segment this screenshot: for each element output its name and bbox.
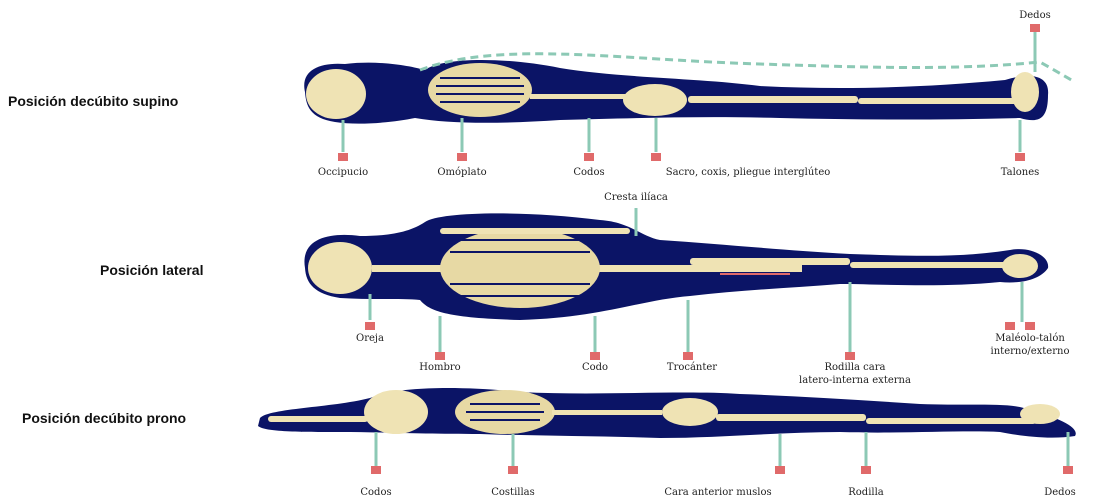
lateral-tibia <box>850 262 1010 268</box>
prone-spine <box>552 410 662 415</box>
label-codos-supine: Codos <box>573 167 604 179</box>
prone-foot <box>1020 404 1060 424</box>
label-trocanter: Trocánter <box>667 362 717 374</box>
label-costillas: Costillas <box>491 487 535 499</box>
prone-skull <box>364 390 428 434</box>
label-latero-interna: latero-interna externa <box>799 375 911 387</box>
label-talones: Talones <box>1001 167 1040 179</box>
label-codos-prone: Codos <box>360 487 391 499</box>
prone-markers <box>371 466 1073 474</box>
lateral-foot <box>1002 254 1038 278</box>
label-dedos-supine: Dedos <box>1019 10 1051 22</box>
label-omoplato: Omóplato <box>437 167 486 179</box>
supine-foot <box>1011 72 1039 112</box>
label-dedos-prone: Dedos <box>1044 487 1076 499</box>
prone-figure <box>258 388 1076 438</box>
label-oreja: Oreja <box>356 333 384 345</box>
label-codo: Codo <box>582 362 608 374</box>
label-interno-externo: interno/externo <box>991 346 1070 358</box>
supine-tibia <box>858 98 1018 104</box>
label-rodilla-cara: Rodilla cara <box>825 362 886 374</box>
lateral-skull <box>308 242 372 294</box>
lateral-femur <box>690 258 850 265</box>
label-occipucio: Occipucio <box>318 167 368 179</box>
supine-femur <box>688 96 858 103</box>
prone-arm <box>268 416 368 422</box>
lateral-arm <box>440 228 630 234</box>
supine-skull <box>306 69 366 119</box>
label-cara-anterior-muslos: Cara anterior muslos <box>664 487 771 499</box>
supine-spine <box>530 94 630 99</box>
prone-tibia <box>866 418 1036 424</box>
label-rodilla-prone: Rodilla <box>848 487 884 499</box>
label-hombro: Hombro <box>419 362 460 374</box>
supine-pelvis <box>623 84 687 116</box>
lateral-markers <box>365 322 1035 360</box>
supine-ribcage <box>428 63 532 117</box>
label-cresta-iliaca: Cresta ilíaca <box>604 192 668 204</box>
supine-figure <box>304 54 1075 124</box>
lateral-figure <box>304 213 1048 320</box>
label-sacro: Sacro, coxis, pliegue interglúteo <box>666 167 831 179</box>
prone-pelvis <box>662 398 718 426</box>
label-maleolo-talon: Maléolo-talón <box>995 333 1065 345</box>
prone-femur <box>716 414 866 421</box>
prone-pointers <box>376 432 1068 466</box>
